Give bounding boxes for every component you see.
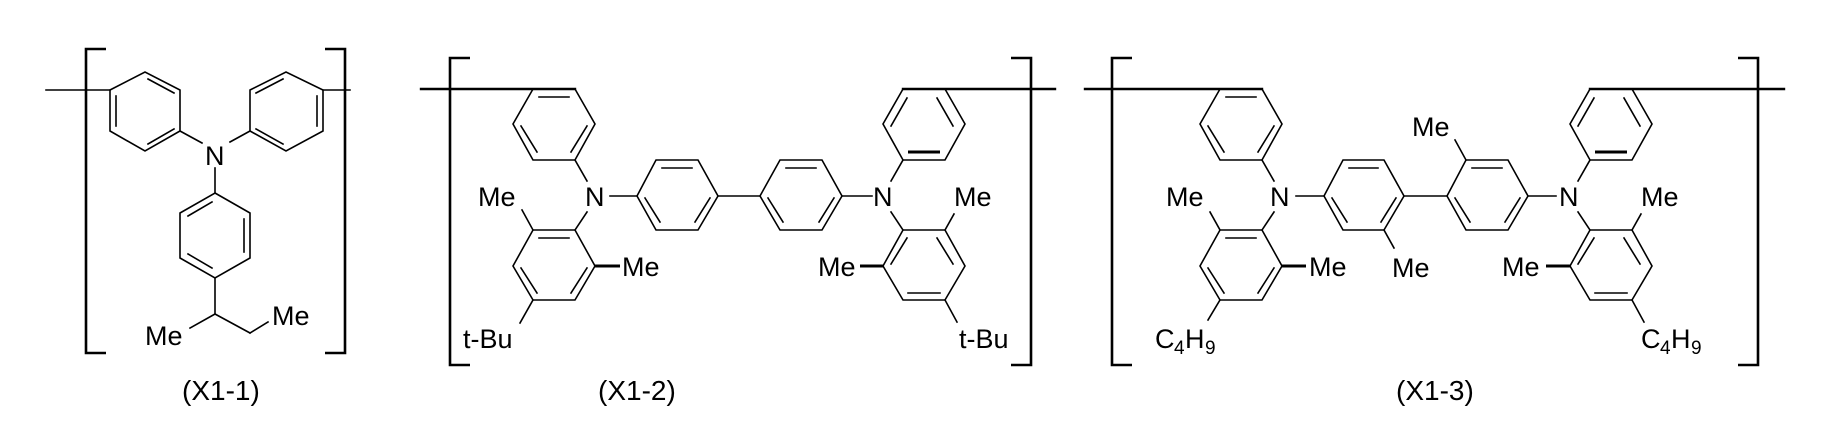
structure-x1-1: N Me Me (X1-1) xyxy=(45,47,351,406)
right-bracket xyxy=(1011,56,1033,367)
svg-text:9: 9 xyxy=(1691,338,1702,359)
methyl-label: Me xyxy=(818,252,856,282)
methyl-label: Me xyxy=(478,182,516,212)
nitrogen-atom: N xyxy=(1270,182,1290,212)
methyl-label: Me xyxy=(1309,252,1347,282)
benzene-ring xyxy=(636,159,719,231)
structure-x1-2: N Me Me t-Bu N xyxy=(419,56,1057,406)
benzene-ring xyxy=(109,71,181,152)
benzene-ring xyxy=(1323,159,1405,231)
nitrogen-atom: N xyxy=(205,141,225,171)
nitrogen-atom: N xyxy=(585,182,605,212)
benzene-ring xyxy=(179,192,251,279)
tert-butyl-label: t-Bu xyxy=(463,324,513,354)
benzene-ring xyxy=(759,159,843,231)
methyl-label: Me xyxy=(1502,252,1540,282)
left-bracket xyxy=(84,47,106,355)
benzene-ring xyxy=(1199,88,1283,161)
right-bracket xyxy=(1738,56,1760,367)
mesityl-ring xyxy=(1569,229,1653,301)
benzene-ring xyxy=(1569,88,1653,161)
svg-text:C: C xyxy=(1641,324,1661,354)
methyl-label: Me xyxy=(1412,112,1450,142)
svg-text:C: C xyxy=(1155,324,1175,354)
benzene-ring xyxy=(1446,159,1529,231)
methyl-label: Me xyxy=(145,321,183,351)
mesityl-ring xyxy=(882,229,966,301)
right-bracket xyxy=(325,47,347,355)
benzene-ring xyxy=(249,71,324,152)
methyl-label: Me xyxy=(954,182,992,212)
compound-label: (X1-3) xyxy=(1396,375,1474,406)
svg-text:4: 4 xyxy=(1660,338,1671,359)
mesityl-ring xyxy=(512,229,596,301)
svg-text:H: H xyxy=(1185,324,1205,354)
mesityl-ring xyxy=(1199,229,1283,301)
nitrogen-atom: N xyxy=(1559,182,1579,212)
compound-label: (X1-2) xyxy=(598,375,676,406)
methyl-label: Me xyxy=(1641,182,1679,212)
nitrogen-atom: N xyxy=(873,182,893,212)
left-bracket xyxy=(1110,56,1132,367)
left-bracket xyxy=(448,56,470,367)
svg-text:4: 4 xyxy=(1174,338,1185,359)
methyl-label: Me xyxy=(1392,253,1430,283)
svg-text:H: H xyxy=(1671,324,1691,354)
compound-label: (X1-1) xyxy=(182,375,260,406)
tert-butyl-label: t-Bu xyxy=(959,324,1009,354)
structure-x1-3: N Me Me C 4 H 9 Me xyxy=(1083,56,1786,406)
benzene-ring xyxy=(882,88,966,161)
methyl-label: Me xyxy=(272,301,310,331)
butyl-label: C 4 H 9 xyxy=(1155,324,1216,359)
svg-text:9: 9 xyxy=(1205,338,1216,359)
methyl-label: Me xyxy=(622,252,660,282)
benzene-ring xyxy=(512,88,596,161)
butyl-label: C 4 H 9 xyxy=(1641,324,1702,359)
methyl-label: Me xyxy=(1166,182,1204,212)
